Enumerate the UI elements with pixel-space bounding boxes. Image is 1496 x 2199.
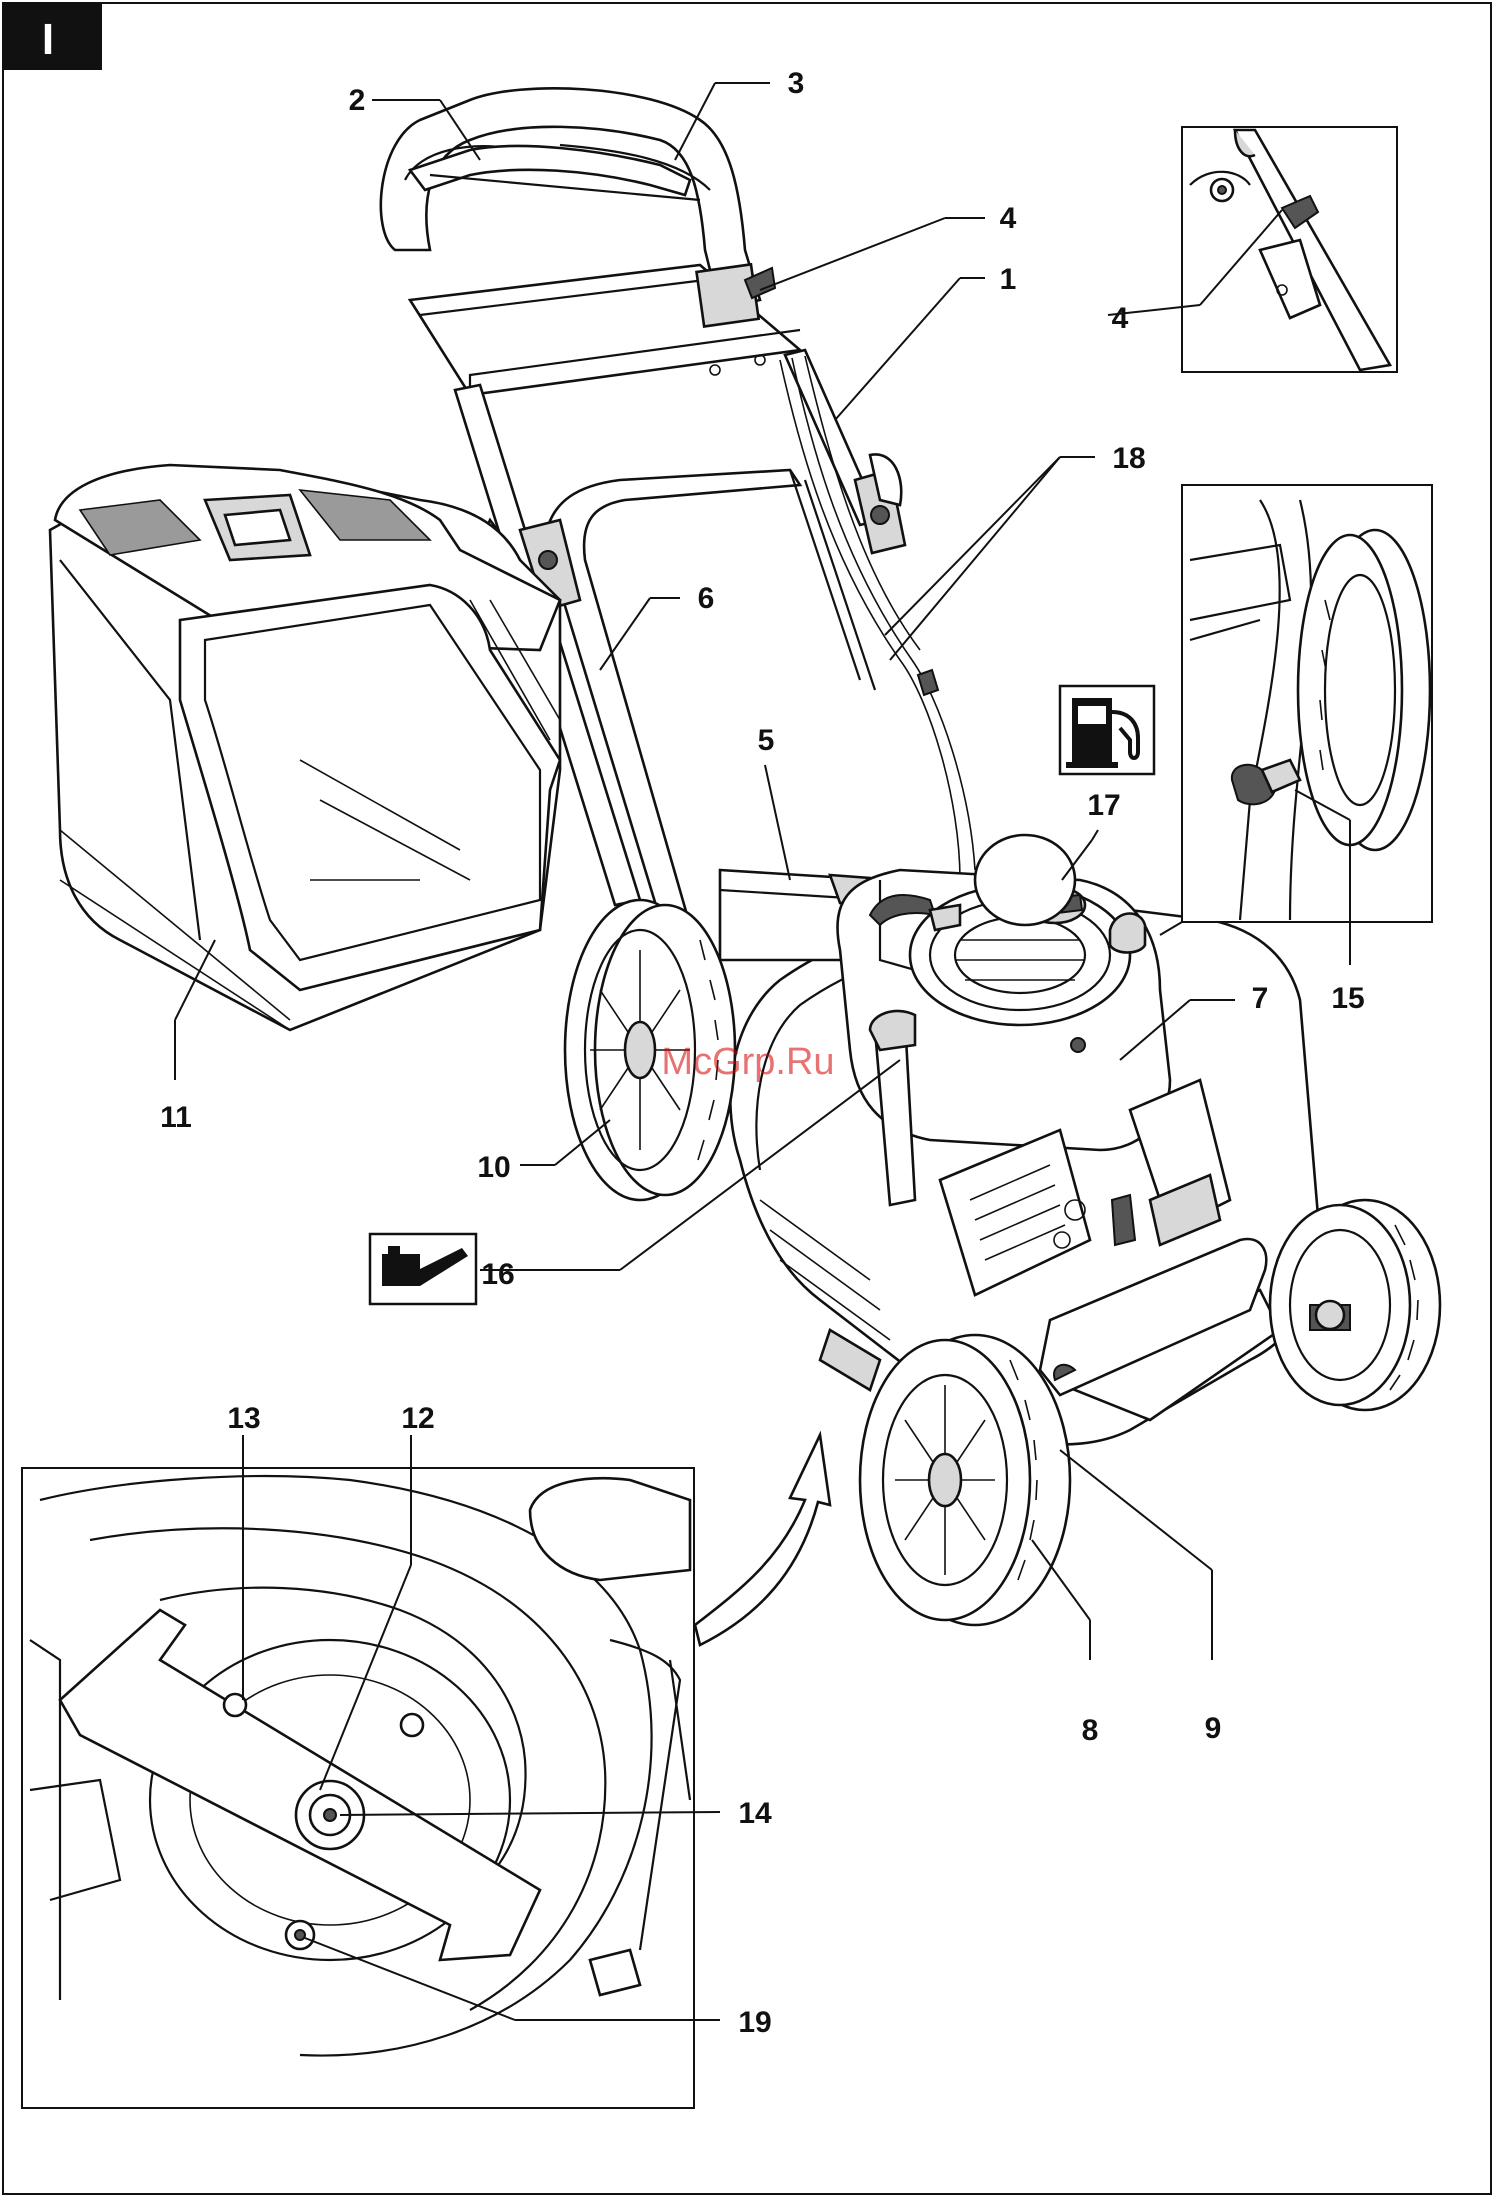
callout-3: 3 xyxy=(788,67,805,100)
inset-height-adjuster xyxy=(1182,485,1432,922)
oil-can-icon xyxy=(370,1234,476,1304)
callout-15: 15 xyxy=(1331,982,1364,1015)
callout-8: 8 xyxy=(1082,1714,1099,1747)
inset-blade-underside xyxy=(22,1468,694,2108)
callout-5: 5 xyxy=(758,724,775,757)
section-tab-label: I xyxy=(42,15,54,64)
inset-handle-lever xyxy=(1182,127,1397,372)
fuel-pump-icon xyxy=(1060,686,1154,774)
front-wheel-left xyxy=(860,1335,1070,1625)
watermark: McGrp.Ru xyxy=(661,1041,834,1083)
callout-1: 1 xyxy=(1000,263,1017,296)
grass-catcher xyxy=(50,465,560,1030)
front-wheel-right xyxy=(1270,1200,1440,1410)
callout-13: 13 xyxy=(227,1402,260,1435)
rear-wheel-right xyxy=(975,835,1075,925)
callout-18: 18 xyxy=(1112,442,1145,475)
callout-4-inset: 4 xyxy=(1112,302,1129,335)
flip-arrow xyxy=(695,1435,830,1645)
callout-17: 17 xyxy=(1087,789,1120,822)
callout-9: 9 xyxy=(1205,1712,1222,1745)
section-tab: I xyxy=(4,4,102,70)
callout-10: 10 xyxy=(477,1151,510,1184)
callout-12: 12 xyxy=(401,1402,434,1435)
callout-6: 6 xyxy=(698,582,715,615)
callout-4-main: 4 xyxy=(1000,202,1017,235)
callout-16: 16 xyxy=(481,1258,514,1291)
callout-19: 19 xyxy=(738,2006,771,2039)
callout-14: 14 xyxy=(738,1797,772,1830)
callout-2: 2 xyxy=(349,84,366,117)
callout-7: 7 xyxy=(1252,982,1269,1015)
callout-11: 11 xyxy=(160,1101,192,1134)
